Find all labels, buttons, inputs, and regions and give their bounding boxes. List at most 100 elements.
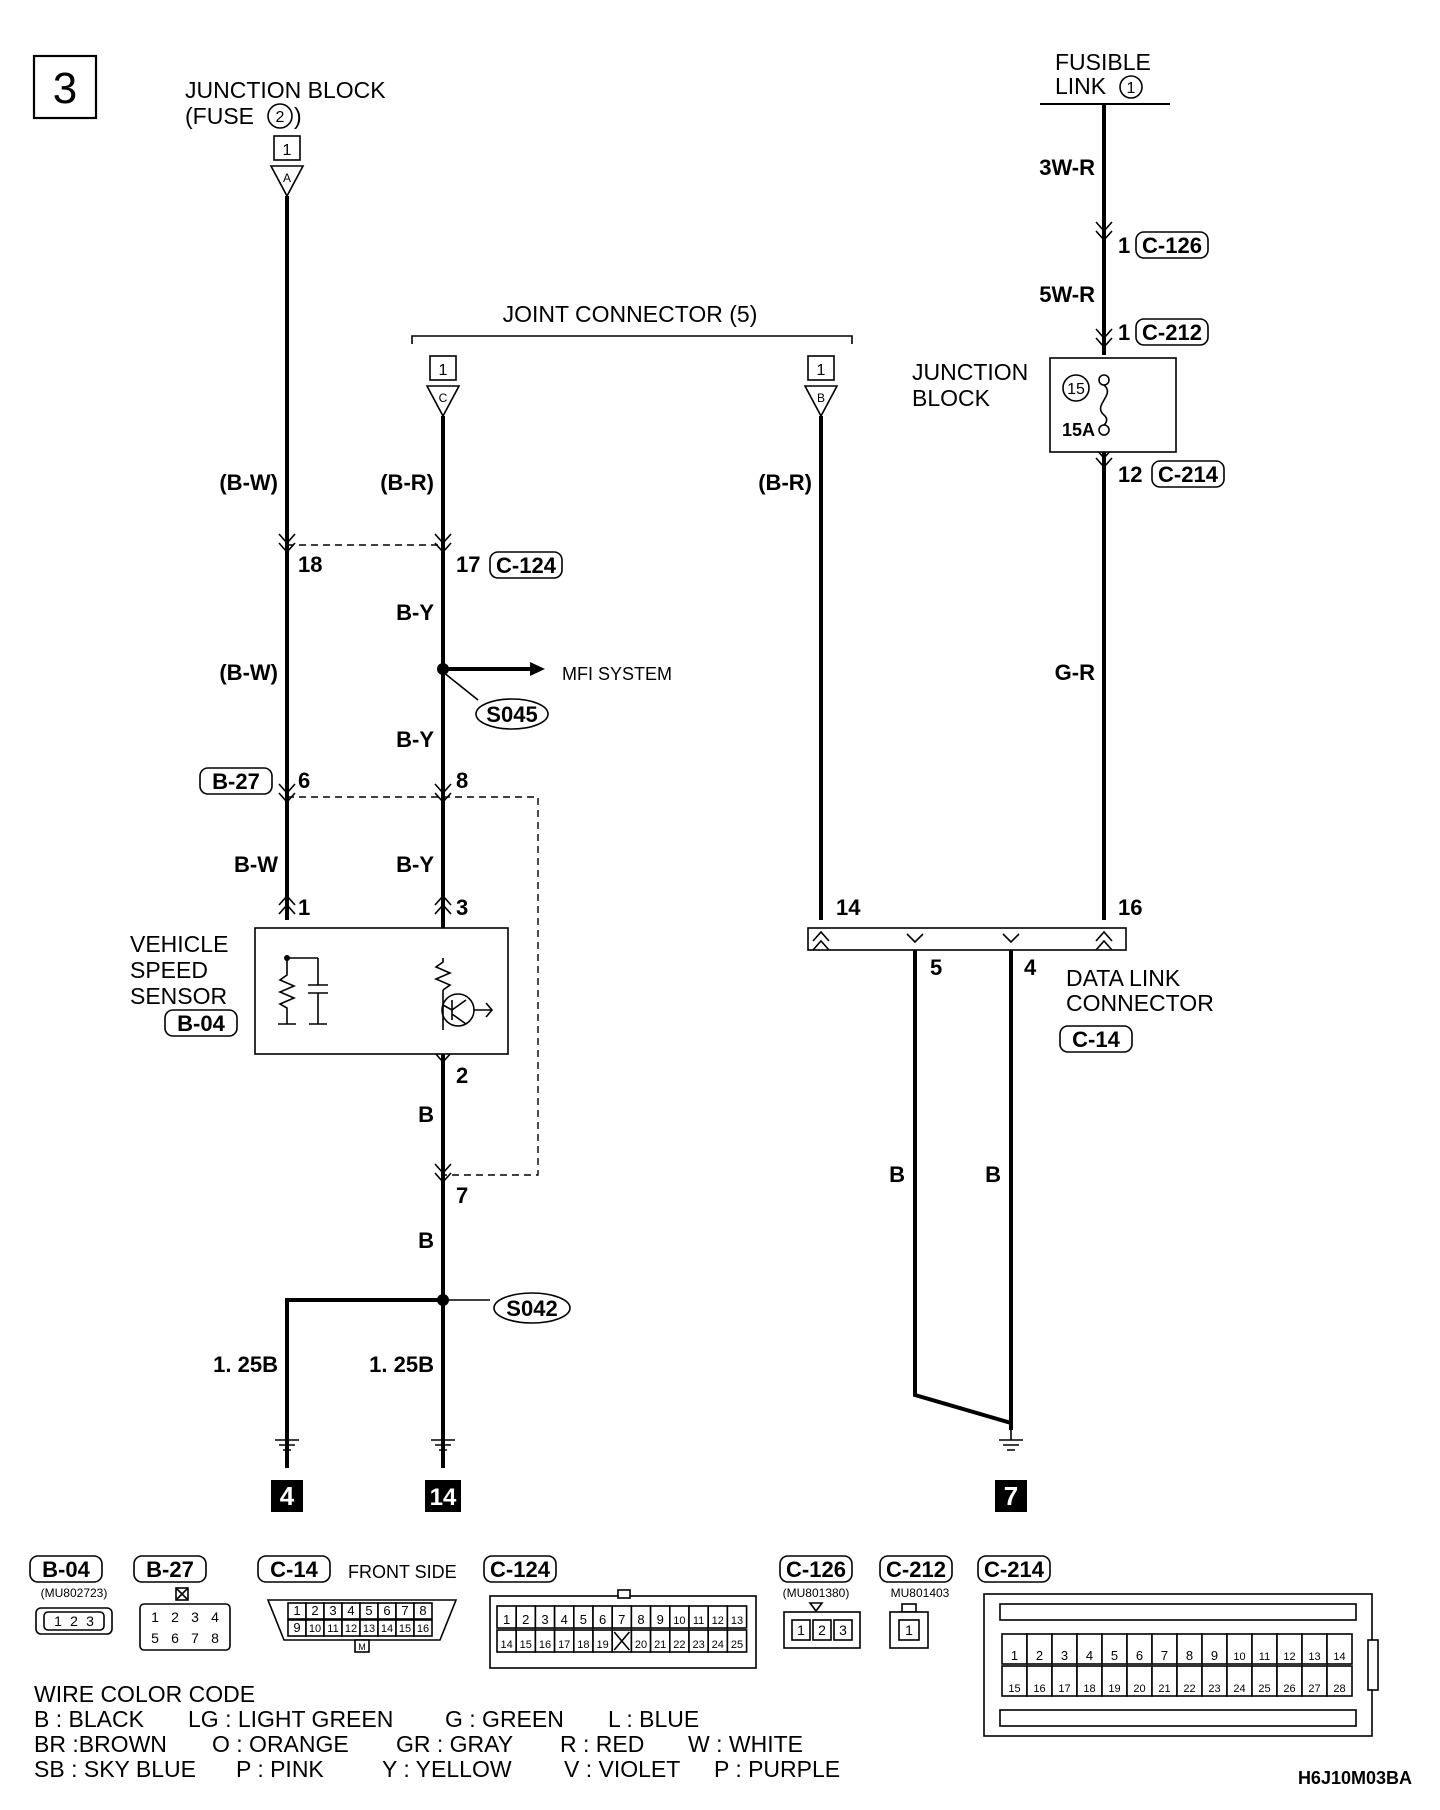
bottom-c126-label: C-126 [786,1557,846,1582]
wcc-r3-c3: Y : YELLOW [382,1756,512,1782]
c214-cell [1176,1665,1203,1697]
c124-pin-7: 7 [618,1612,625,1627]
joint-terminal-b: 1 [817,362,826,379]
c214-pin-8: 8 [1186,1648,1193,1663]
splice-s045: S045 [486,702,537,727]
wire-by-2: B-Y [396,727,434,752]
c124-pin-21: 21 [654,1639,666,1651]
c214-cell [1076,1665,1103,1697]
wire-by-3: B-Y [396,852,434,877]
c214-pin-14: 14 [1333,1651,1345,1663]
c214-pin-2: 2 [1036,1648,1043,1663]
c14-pin-2: 2 [311,1603,318,1618]
c14-cell [413,1619,433,1637]
c214-pin-21: 21 [1158,1683,1170,1695]
junction-block-fuse-label: JUNCTION BLOCK [185,77,386,103]
connector-b04: B-04 [177,1011,225,1036]
c214-cell [1126,1633,1153,1665]
wcc-r1-c4: L : BLUE [608,1706,699,1732]
c124-pin-14: 14 [500,1639,512,1651]
c124-pin-17: 17 [558,1639,570,1651]
bottom-c214-label: C-214 [984,1557,1045,1582]
c14-pin-7: 7 [401,1603,408,1618]
c214-cell [1051,1665,1078,1697]
mfi-system-label: MFI SYSTEM [562,664,672,684]
c14-pin-6: 6 [383,1603,390,1618]
c214-cell [1201,1633,1228,1665]
c14-pin-9: 9 [293,1620,300,1635]
c214-cell [1126,1665,1153,1697]
c124-pin-10: 10 [673,1615,685,1627]
c212-pin-1: 1 [905,1622,913,1638]
c124-cell [726,1629,748,1653]
c212-pin: 1 [1118,320,1130,345]
connector-c214: C-214 [1158,462,1219,487]
c124-pin-13: 13 [731,1615,743,1627]
c14-pin-11: 11 [327,1623,338,1635]
c124-pin-23: 23 [692,1639,704,1651]
c214-pin-23: 23 [1208,1683,1220,1695]
bottom-c126-part: (MU801380) [783,1586,850,1600]
dlc-label-1: DATA LINK [1066,965,1181,991]
c214-pin-5: 5 [1111,1648,1118,1663]
c14-tab: M [358,1642,366,1652]
pin-17: 17 [456,552,480,577]
c214-pin-6: 6 [1136,1648,1143,1663]
wire-bw-top: (B-W) [219,470,278,495]
c14-pin-16: 16 [417,1623,429,1635]
wire-125b-left: 1. 25B [213,1352,278,1377]
connector-c124: C-124 [496,553,557,578]
c14-pin-5: 5 [365,1603,372,1618]
c126-pin-2: 2 [818,1622,826,1638]
c14-pin-3: 3 [329,1603,336,1618]
c124-pin-22: 22 [673,1639,685,1651]
connector-c212: C-212 [1142,320,1202,345]
wire-3wr: 3W-R [1039,155,1095,180]
splice-s042: S042 [506,1296,557,1321]
bottom-c14-label: C-14 [270,1557,318,1582]
pin-1: 1 [298,895,310,920]
c124-pin-4: 4 [561,1612,568,1627]
c214-pin-27: 27 [1308,1683,1320,1695]
right-fuse-number: 15 [1067,381,1085,398]
pin-14: 14 [836,895,861,920]
c14-cell [413,1602,433,1620]
c214-cell [1301,1633,1328,1665]
c214-pin-28: 28 [1333,1683,1345,1695]
wcc-r2-c3: GR : GRAY [396,1731,513,1757]
c124-pin-8: 8 [637,1612,644,1627]
b04-pin-1: 1 [54,1613,62,1629]
b27-pin-3: 3 [191,1609,199,1625]
c214-cell [1326,1633,1353,1665]
c214-cell [1251,1665,1278,1697]
pin-16: 16 [1118,895,1142,920]
c214-pin-15: 15 [1008,1683,1020,1695]
c214-pin-20: 20 [1133,1683,1145,1695]
wcc-r3-c1: SB : SKY BLUE [34,1756,196,1782]
c214-pin-10: 10 [1233,1651,1245,1663]
wcc-r1-c2: LG : LIGHT GREEN [188,1706,393,1732]
wire-b-dlc-5: B [889,1162,905,1187]
c124-pin-19: 19 [596,1639,608,1651]
wcc-r2-c4: R : RED [560,1731,644,1757]
fusible-link-label-2: LINK [1055,73,1107,99]
right-fuse-rating: 15A [1062,420,1095,440]
bottom-c14-side: FRONT SIDE [348,1562,457,1582]
c214-cell [1201,1665,1228,1697]
c214-cell [1151,1633,1178,1665]
c214-pin-1: 1 [1011,1648,1018,1663]
ground-14: 14 [430,1484,457,1511]
pin-2: 2 [456,1063,468,1088]
wire-br-c: (B-R) [380,470,434,495]
b27-pin-5: 5 [151,1630,159,1646]
c124-pin-16: 16 [539,1639,551,1651]
c214-pin-16: 16 [1033,1683,1045,1695]
wire-b-dlc-4: B [985,1162,1001,1187]
c124-pin-2: 2 [522,1612,529,1627]
ground-7: 7 [1004,1481,1018,1511]
diagram-code: H6J10M03BA [1298,1768,1412,1788]
junction-block-right-label: JUNCTION [912,359,1028,385]
wire-b-2: B [418,1228,434,1253]
page-number: 3 [53,64,77,113]
